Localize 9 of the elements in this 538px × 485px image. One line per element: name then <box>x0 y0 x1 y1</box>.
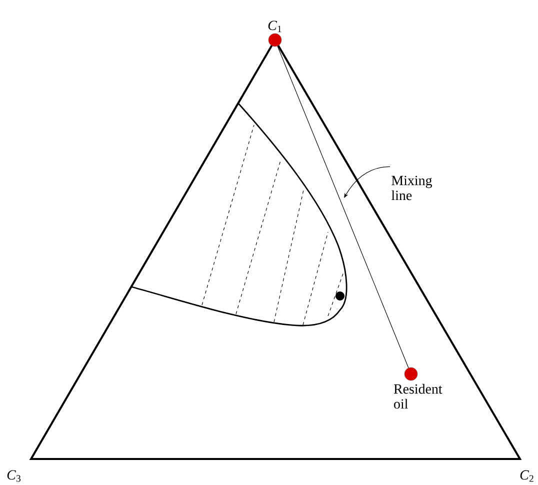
composition-point: Resident oil <box>394 367 442 409</box>
mixing-line <box>277 46 409 368</box>
leader-arrow <box>344 166 390 198</box>
node-label: C$_{1}$ <box>268 20 282 32</box>
vertex-label: C$_{2}$ <box>520 470 534 482</box>
vertex-label: C$_{3}$ <box>7 470 21 482</box>
annotation-text: Mixing line <box>391 176 432 200</box>
node-label: Resident oil <box>394 384 442 409</box>
composition-point: C$_{1}$ <box>268 20 282 47</box>
